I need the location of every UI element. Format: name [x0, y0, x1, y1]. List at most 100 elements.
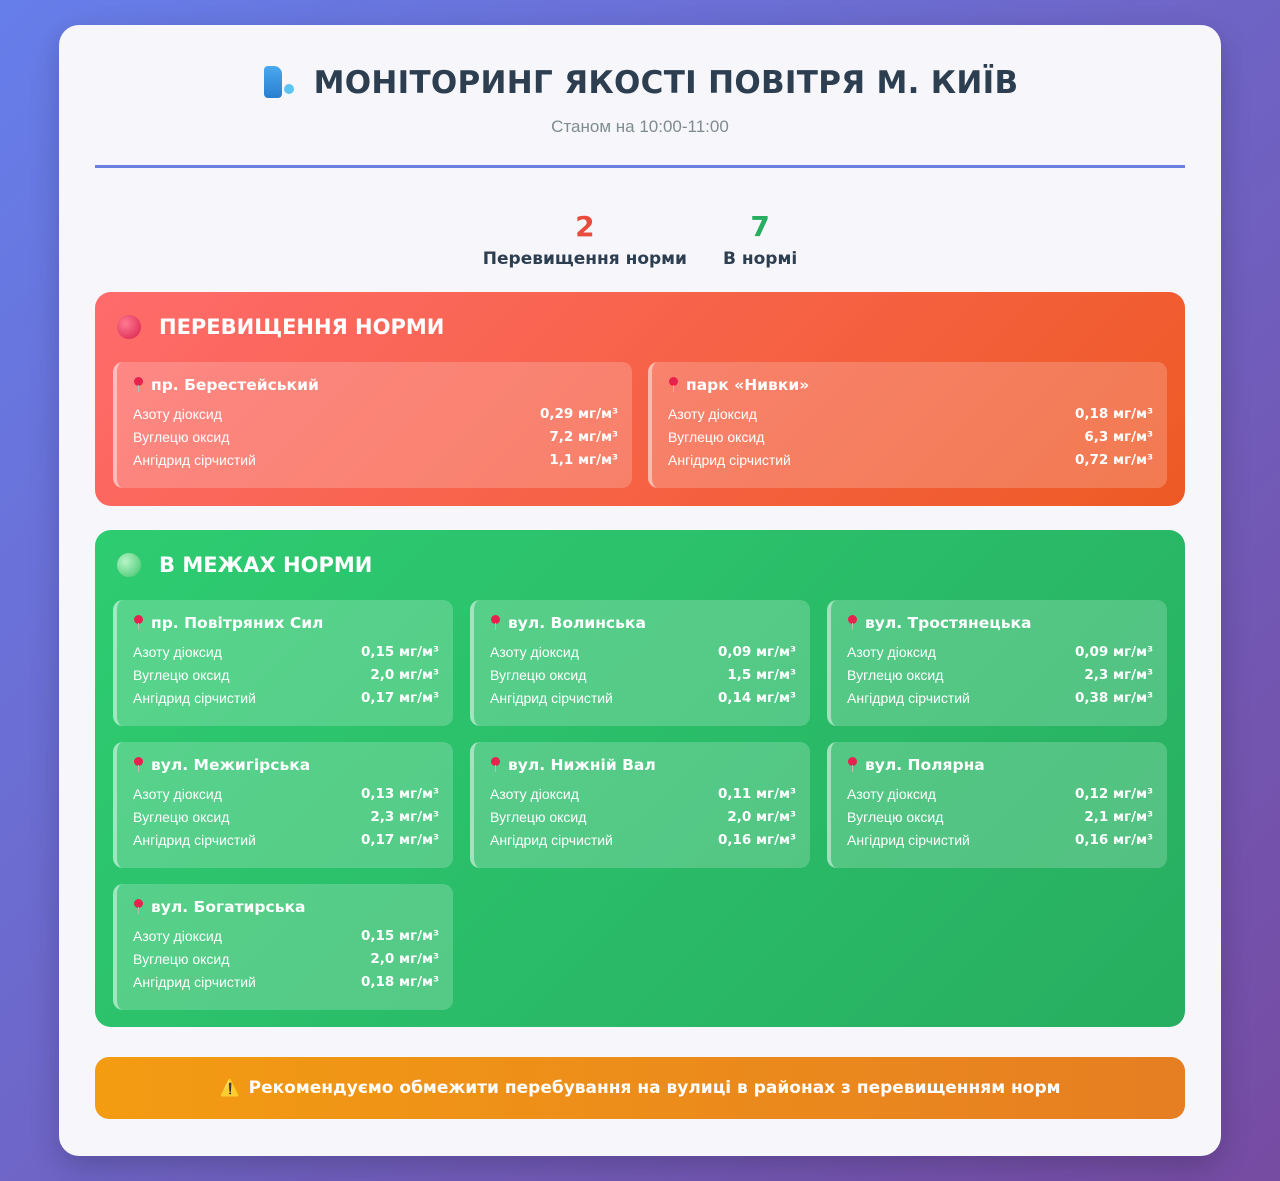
face-exhaling-icon: [262, 66, 296, 100]
pushpin-icon: [847, 757, 857, 773]
pollutant-value: 0,12 мг/м³: [1075, 785, 1153, 802]
pollutant-value: 0,09 мг/м³: [718, 643, 796, 660]
warning-text: Рекомендуємо обмежити перебування на вул…: [248, 1078, 1061, 1098]
pollutant-value: 0,15 мг/м³: [361, 643, 439, 660]
station-name-text: парк «Нивки»: [686, 376, 810, 394]
pollutant-value: 0,17 мг/м³: [361, 831, 439, 848]
pollutant-value: 0,38 мг/м³: [1075, 689, 1153, 706]
pollutant-value: 2,0 мг/м³: [727, 808, 796, 825]
station-name-text: вул. Межигірська: [151, 756, 311, 774]
red-circle-icon: [117, 315, 141, 339]
pollutant-value: 2,0 мг/м³: [370, 666, 439, 683]
pushpin-icon: [133, 615, 143, 631]
main-container: МОНІТОРИНГ ЯКОСТІ ПОВІТРЯ М. КИЇВ Станом…: [59, 25, 1221, 1156]
pollutant-row: Азоту діоксид 0,09 мг/м³: [490, 640, 796, 663]
pollutant-value: 0,11 мг/м³: [718, 785, 796, 802]
station-name: вул. Полярна: [847, 756, 1153, 774]
pollutant-row: Вуглецю оксид 2,0 мг/м³: [133, 663, 439, 686]
warning-banner: ⚠️ Рекомендуємо обмежити перебування на в…: [95, 1057, 1185, 1119]
pollutant-value: 0,16 мг/м³: [1075, 831, 1153, 848]
section-title: ПЕРЕВИЩЕННЯ НОРМИ: [113, 312, 1167, 342]
pollutant-name: Ангідрид сірчистий: [847, 689, 970, 706]
pollutant-row: Азоту діоксид 0,29 мг/м³: [133, 402, 618, 425]
pollutant-name: Ангідрид сірчистий: [668, 451, 791, 468]
pollutant-name: Вуглецю оксид: [847, 808, 944, 825]
pushpin-icon: [490, 757, 500, 773]
pollutant-name: Вуглецю оксид: [133, 808, 230, 825]
pushpin-icon: [490, 615, 500, 631]
warning-icon: ⚠️: [219, 1078, 241, 1098]
station-card: парк «Нивки» Азоту діоксид 0,18 мг/м³ Вугле…: [648, 362, 1167, 488]
station-name-text: пр. Берестейський: [151, 376, 319, 394]
pollutant-name: Вуглецю оксид: [133, 950, 230, 967]
pollutant-row: Ангідрид сірчистий 0,38 мг/м³: [847, 686, 1153, 709]
pollutant-value: 0,13 мг/м³: [361, 785, 439, 802]
pushpin-icon: [133, 377, 143, 393]
station-name-text: вул. Нижній Вал: [508, 756, 656, 774]
pollutant-value: 2,3 мг/м³: [1084, 666, 1153, 683]
pollutant-name: Вуглецю оксид: [490, 666, 587, 683]
pushpin-icon: [133, 899, 143, 915]
pollutant-value: 2,3 мг/м³: [370, 808, 439, 825]
station-name: вул. Нижній Вал: [490, 756, 796, 774]
header: МОНІТОРИНГ ЯКОСТІ ПОВІТРЯ М. КИЇВ Станом…: [95, 25, 1185, 168]
pollutant-name: Вуглецю оксид: [847, 666, 944, 683]
green-circle-icon: [117, 553, 141, 577]
pollutant-value: 0,17 мг/м³: [361, 689, 439, 706]
pollutant-name: Вуглецю оксид: [133, 666, 230, 683]
pollutant-value: 0,29 мг/м³: [540, 405, 618, 422]
subtitle: Станом на 10:00-11:00: [551, 117, 729, 136]
pollutant-row: Вуглецю оксид 2,3 мг/м³: [133, 805, 439, 828]
station-name: вул. Волинська: [490, 614, 796, 632]
station-name-text: вул. Богатирська: [151, 898, 306, 916]
pollutant-value: 1,1 мг/м³: [549, 451, 618, 468]
page-title-text: МОНІТОРИНГ ЯКОСТІ ПОВІТРЯ М. КИЇВ: [313, 65, 1019, 101]
pollutant-row: Азоту діоксид 0,12 мг/м³: [847, 782, 1153, 805]
station-name: пр. Повітряних Сил: [133, 614, 439, 632]
pollutant-name: Азоту діоксид: [847, 785, 936, 802]
pollutant-name: Азоту діоксид: [490, 643, 579, 660]
pollutant-name: Азоту діоксид: [668, 405, 757, 422]
pushpin-icon: [668, 377, 678, 393]
pollutant-name: Вуглецю оксид: [668, 428, 765, 445]
station-name: вул. Тростянецька: [847, 614, 1153, 632]
pollutant-name: Ангідрид сірчистий: [133, 451, 256, 468]
pollutant-value: 0,18 мг/м³: [1075, 405, 1153, 422]
station-name-text: вул. Тростянецька: [865, 614, 1032, 632]
stat-label: Перевищення норми: [482, 249, 687, 269]
station-name: вул. Межигірська: [133, 756, 439, 774]
stat-value: 2: [575, 210, 595, 243]
pollutant-value: 0,09 мг/м³: [1075, 643, 1153, 660]
pollutant-name: Азоту діоксид: [133, 405, 222, 422]
pollutant-name: Ангідрид сірчистий: [490, 831, 613, 848]
station-name-text: вул. Волинська: [508, 614, 646, 632]
station-name: парк «Нивки»: [668, 376, 1153, 394]
pollutant-name: Вуглецю оксид: [133, 428, 230, 445]
pollutant-value: 0,18 мг/м³: [361, 973, 439, 990]
